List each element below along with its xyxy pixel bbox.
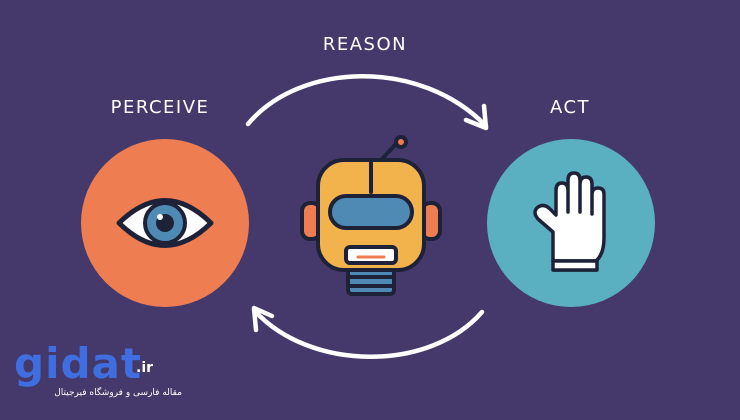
arrow-act-to-perceive: [251, 307, 485, 359]
arrow-head-top: [463, 103, 489, 131]
perceive-node: [81, 139, 249, 307]
eye-icon: [116, 198, 214, 248]
watermark-tagline: مقاله فارسی و فروشگاه فیرجیتال: [54, 388, 182, 398]
act-node: [487, 139, 655, 307]
label-perceive: PERCEIVE: [110, 97, 210, 118]
robot-head-icon: [300, 135, 442, 296]
watermark-logo: gidat .ir مقاله فارسی و فروشگاه فیرجیتال: [14, 339, 182, 410]
watermark-brand: gidat: [14, 339, 142, 388]
raised-hand-icon: [533, 171, 606, 272]
arrow-perceive-to-act: [245, 74, 489, 129]
label-act: ACT: [549, 97, 591, 118]
watermark-tld: .ir: [136, 360, 154, 376]
label-reason: REASON: [322, 34, 408, 55]
arrow-head-bottom: [251, 305, 275, 333]
